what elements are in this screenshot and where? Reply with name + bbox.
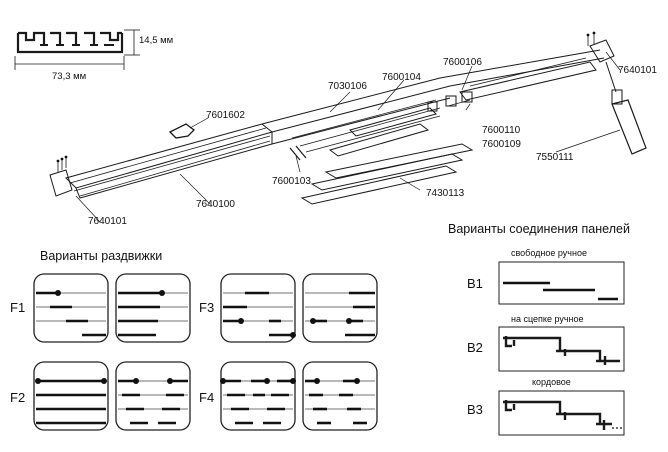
sliding-label-f4: F4 — [199, 390, 214, 405]
joining-diagram-b3 — [498, 390, 625, 436]
part-7430113-label: 7430113 — [426, 188, 465, 199]
variant-f4-a — [220, 361, 296, 431]
sliding-label-f2: F2 — [10, 390, 25, 405]
variant-f3-a — [220, 273, 296, 343]
variant-f2-a — [33, 361, 109, 431]
part-7640101-right-label: 7640101 — [618, 65, 657, 76]
profile-cross-section: 14,5 мм 73,3 мм — [14, 29, 173, 82]
part-7600103-label: 7600103 — [272, 176, 311, 187]
joining-caption-b2: на сцепке ручное — [511, 314, 584, 324]
joining-diagram-b2 — [498, 326, 625, 372]
joining-label-b1: B1 — [467, 276, 483, 291]
part-7550111-label: 7550111 — [536, 152, 574, 163]
part-7640101-left-label: 7640101 — [88, 216, 127, 227]
sliding-label-f1: F1 — [10, 300, 25, 315]
profile-width-label: 73,3 мм — [52, 71, 86, 82]
part-7600104-label: 7600104 — [382, 72, 421, 83]
part-7601602-label: 7601602 — [206, 110, 245, 121]
track-assembly-drawing — [49, 31, 647, 223]
part-7600106-label: 7600106 — [443, 57, 482, 68]
variant-f1-a — [33, 273, 109, 343]
joining-variants-heading: Варианты соединения панелей — [448, 222, 630, 236]
variant-f1-b — [115, 273, 191, 343]
joining-caption-b1: свободное ручное — [511, 248, 587, 258]
part-7600109-label: 7600109 — [482, 139, 521, 150]
part-7640100-label: 7640100 — [196, 199, 235, 210]
joining-label-b2: B2 — [467, 340, 483, 355]
joining-label-b3: B3 — [467, 402, 483, 417]
variant-f4-b — [302, 361, 378, 431]
variant-f3-b — [302, 273, 378, 343]
part-7030106-label: 7030106 — [328, 81, 367, 92]
joining-caption-b3: кордовое — [532, 377, 571, 387]
sliding-variants-heading: Варианты раздвижки — [40, 249, 162, 263]
variant-f2-b — [115, 361, 191, 431]
sliding-label-f3: F3 — [199, 300, 214, 315]
joining-diagram-b1 — [498, 261, 625, 305]
profile-height-label: 14,5 мм — [139, 35, 173, 46]
part-7600110-label: 7600110 — [482, 125, 521, 136]
